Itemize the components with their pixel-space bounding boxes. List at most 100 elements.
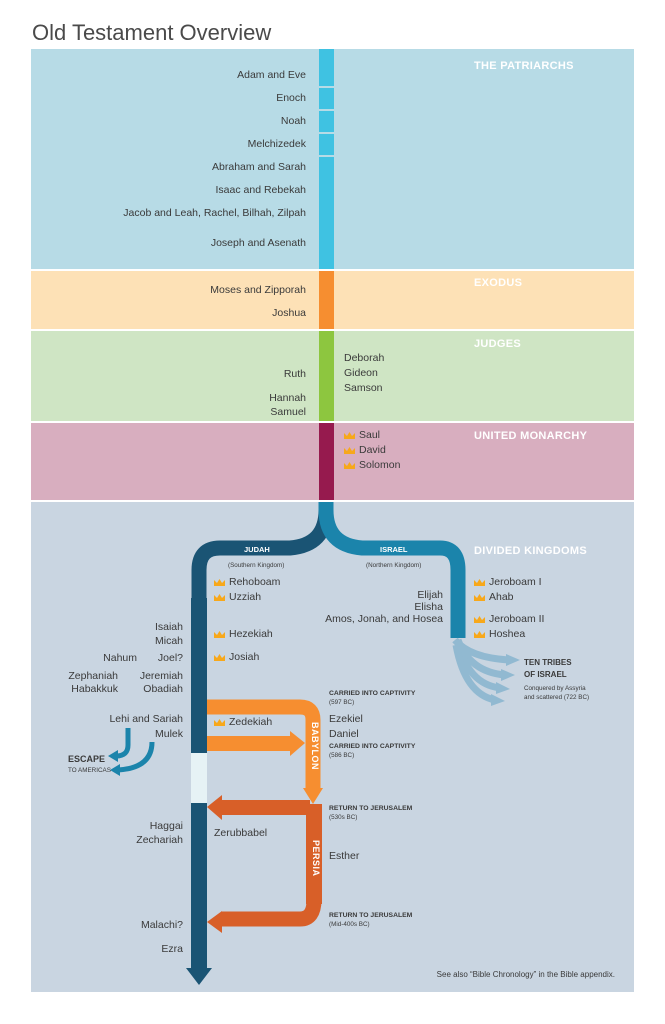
- judges-left-name: Hannah: [269, 392, 306, 404]
- judah-prophet: Isaiah: [154, 621, 183, 633]
- patriarch-name: Joseph and Asenath: [210, 237, 306, 249]
- judah-prophet: Obadiah: [143, 683, 183, 695]
- persia-label: PERSIA: [311, 840, 321, 877]
- israel-prophet: Amos, Jonah, and Hosea: [325, 613, 443, 625]
- monarchy-label: UNITED MONARCHY: [474, 430, 588, 442]
- page-title: Old Testament Overview: [32, 20, 272, 45]
- footnote: See also “Bible Chronology” in the Bible…: [436, 970, 615, 979]
- judah-trunk: [191, 598, 207, 753]
- babylon-person: Daniel: [329, 728, 359, 740]
- israel-curve: [318, 502, 466, 638]
- judges-label: JUDGES: [474, 338, 522, 350]
- post-exile-prophet: Zechariah: [136, 834, 183, 846]
- judah-label: JUDAH: [244, 545, 270, 554]
- crown-icon: [474, 631, 485, 638]
- judah-prophet: Habakkuk: [71, 683, 118, 695]
- israel-sub: (Northern Kingdom): [366, 562, 422, 569]
- king-name: Saul: [359, 429, 381, 441]
- exodus-name: Moses and Zipporah: [210, 284, 306, 296]
- return-400-label: RETURN TO JERUSALEM: [329, 912, 413, 919]
- post-exile-prophet: Malachi?: [140, 919, 183, 931]
- return-400-date: (Mid-400s BC): [329, 921, 370, 928]
- captivity-597-band: [207, 699, 321, 790]
- crown-icon: [344, 447, 355, 454]
- patriarch-name: Abraham and Sarah: [212, 161, 306, 173]
- divided-band: [31, 502, 634, 992]
- israel-prophet: Elijah: [417, 589, 443, 601]
- persia-person: Esther: [329, 850, 360, 862]
- escape-arrow-lehi: [115, 728, 131, 759]
- judah-king: Zedekiah: [229, 716, 273, 728]
- post-exile-prophet: Ezra: [161, 943, 183, 955]
- patriarch-name: Enoch: [276, 92, 306, 104]
- exodus-label: EXODUS: [474, 277, 523, 289]
- post-exile-prophet: Haggai: [149, 820, 183, 832]
- judah-king: Uzziah: [229, 591, 262, 603]
- escape-label: ESCAPE: [68, 754, 106, 764]
- israel-prophet: Elisha: [414, 601, 443, 613]
- judah-prophet: Nahum: [103, 652, 137, 664]
- escape-arrow-mulek: [117, 741, 155, 773]
- judah-king: Josiah: [229, 651, 260, 663]
- patriarchs-label: THE PATRIARCHS: [474, 60, 574, 72]
- exodus-name: Joshua: [272, 307, 306, 319]
- captivity-597-label: CARRIED INTO CAPTIVITY: [329, 690, 416, 697]
- return-530-band: [220, 800, 310, 815]
- crown-icon: [214, 719, 225, 726]
- captivity-597-date: (597 BC): [329, 699, 355, 706]
- judah-end-arrow: [186, 968, 212, 985]
- ten-tribes-label-2: OF ISRAEL: [524, 670, 567, 679]
- monarchy-segment: [319, 423, 334, 500]
- israel-king: Jeroboam II: [489, 613, 545, 625]
- ten-tribes-label: TEN TRIBES: [524, 658, 572, 667]
- judah-prophet: Joel?: [157, 652, 183, 664]
- judah-prophet: Zephaniah: [68, 670, 118, 682]
- ten-tribes-sub-2: and scattered (722 BC): [524, 694, 590, 701]
- judah-prophet: Micah: [154, 635, 183, 647]
- judah-king: Rehoboam: [229, 576, 281, 588]
- post-exile-leader: Zerubbabel: [214, 827, 268, 839]
- king-name: David: [359, 444, 386, 456]
- patriarch-segment: [319, 88, 334, 109]
- crown-icon: [214, 631, 225, 638]
- persia-column: [306, 804, 322, 904]
- crown-icon: [214, 579, 225, 586]
- captivity-586-label: CARRIED INTO CAPTIVITY: [329, 743, 416, 750]
- captivity-586-date: (586 BC): [329, 752, 355, 759]
- israel-label: ISRAEL: [380, 545, 408, 554]
- patriarch-segment: [319, 134, 334, 155]
- patriarch-name: Noah: [280, 115, 306, 127]
- israel-king: Ahab: [489, 591, 514, 603]
- exile-gap: [191, 753, 207, 803]
- patriarch-name: Isaac and Rebekah: [215, 184, 306, 196]
- captivity-586-arrow: [290, 731, 305, 756]
- patriarch-segment: [319, 111, 334, 132]
- ten-tribes-sub: Conquered by Assyria: [524, 685, 586, 692]
- judah-prophet: Jeremiah: [139, 670, 183, 682]
- captivity-597-arrow: [303, 788, 323, 804]
- judges-right-name: Samson: [344, 382, 383, 394]
- ten-tribes-arrows: [452, 637, 520, 706]
- captivity-586-band: [207, 736, 292, 751]
- return-530-label: RETURN TO JERUSALEM: [329, 805, 413, 812]
- escape-sub: TO AMERICAS: [68, 767, 111, 774]
- judges-left-name: Samuel: [270, 406, 306, 418]
- crown-icon: [474, 594, 485, 601]
- return-400-band: [222, 899, 322, 927]
- patriarch-segment: [319, 49, 334, 86]
- babylon-label: BABYLON: [310, 722, 320, 770]
- patriarch-name: Jacob and Leah, Rachel, Bilhah, Zilpah: [123, 207, 306, 219]
- return-530-arrow: [207, 795, 222, 820]
- crown-icon: [344, 462, 355, 469]
- judah-trunk-lower: [191, 803, 207, 970]
- crown-icon: [344, 432, 355, 439]
- patriarch-name: Adam and Eve: [237, 69, 306, 81]
- judges-left-name: Ruth: [283, 368, 306, 380]
- crown-icon: [214, 594, 225, 601]
- judges-segment: [319, 331, 334, 421]
- crown-icon: [474, 579, 485, 586]
- exodus-segment: [319, 271, 334, 329]
- patriarch-name: Melchizedek: [247, 138, 306, 150]
- king-name: Solomon: [359, 459, 401, 471]
